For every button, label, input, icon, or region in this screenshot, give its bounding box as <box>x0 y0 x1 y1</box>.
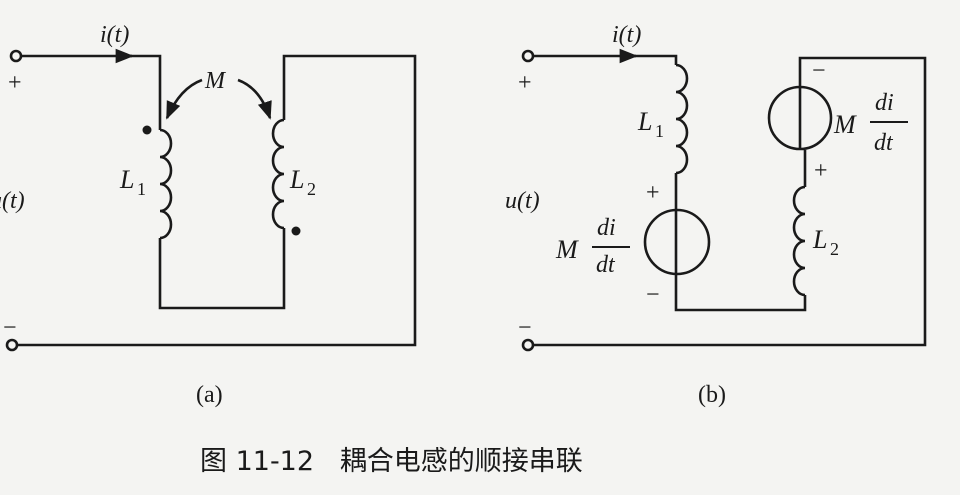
voltage-label-b: u(t) <box>505 188 540 214</box>
source1-coef: M <box>555 235 579 264</box>
source1-plus: + <box>646 180 660 206</box>
l1-label-b: L <box>637 107 652 136</box>
sublabel-a: (a) <box>196 382 223 408</box>
terminal-top-b <box>521 49 535 63</box>
source1-denominator: dt <box>596 252 616 278</box>
wire-return-b <box>533 56 927 347</box>
terminal-bottom-a <box>5 338 19 352</box>
sublabel-b: (b) <box>698 382 726 408</box>
l1-subscript-b: 1 <box>655 121 664 141</box>
l2-label-a: L <box>289 165 304 194</box>
dot-marker-l1 <box>142 125 152 135</box>
inductor-l1-a <box>159 128 173 240</box>
source2-numerator: di <box>875 90 894 116</box>
wire-bottom-b <box>674 173 807 312</box>
source2-plus: + <box>814 158 828 184</box>
wire-top-b <box>533 54 678 65</box>
inductor-l1-b <box>675 63 689 175</box>
source2-minus: − <box>812 58 826 84</box>
minus-sign-b: − <box>518 315 532 341</box>
l1-subscript-a: 1 <box>137 179 146 199</box>
wire-return-a <box>17 54 417 347</box>
mutual-arrow-left <box>165 78 203 120</box>
l2-subscript-a: 2 <box>307 179 316 199</box>
l2-subscript-b: 2 <box>830 239 839 259</box>
terminal-top-a <box>9 49 23 63</box>
inductor-l2-b <box>792 185 806 297</box>
plus-sign-b: + <box>518 70 532 96</box>
source2-denominator: dt <box>874 130 894 156</box>
controlled-source-1 <box>643 208 711 276</box>
inductor-l2-a <box>271 118 285 230</box>
source1-minus: − <box>646 282 660 308</box>
source2-coef: M <box>833 110 857 139</box>
wire-top-a <box>21 54 162 130</box>
source1-numerator: di <box>597 215 616 241</box>
terminal-bottom-b <box>521 338 535 352</box>
figure-caption: 图 11-12 耦合电感的顺接串联 <box>200 446 583 477</box>
plus-sign-a: + <box>8 70 22 96</box>
circuit-a: i(t) + − u(t) M L 1 L 2 (a) <box>0 22 417 408</box>
wire-bottom-loop-a <box>158 228 286 310</box>
mutual-arrow-right <box>237 78 272 120</box>
mutual-label: M <box>204 68 227 94</box>
l2-label-b: L <box>812 225 827 254</box>
dot-marker-l2 <box>291 226 301 236</box>
minus-sign-a: − <box>3 315 17 341</box>
circuit-b: i(t) + − u(t) L 1 L 2 + − M di dt − + M … <box>505 22 927 408</box>
current-label-b: i(t) <box>612 22 641 48</box>
current-label-a: i(t) <box>100 22 129 48</box>
l1-label-a: L <box>119 165 134 194</box>
voltage-label-a: u(t) <box>0 188 25 214</box>
controlled-source-2 <box>767 85 833 151</box>
